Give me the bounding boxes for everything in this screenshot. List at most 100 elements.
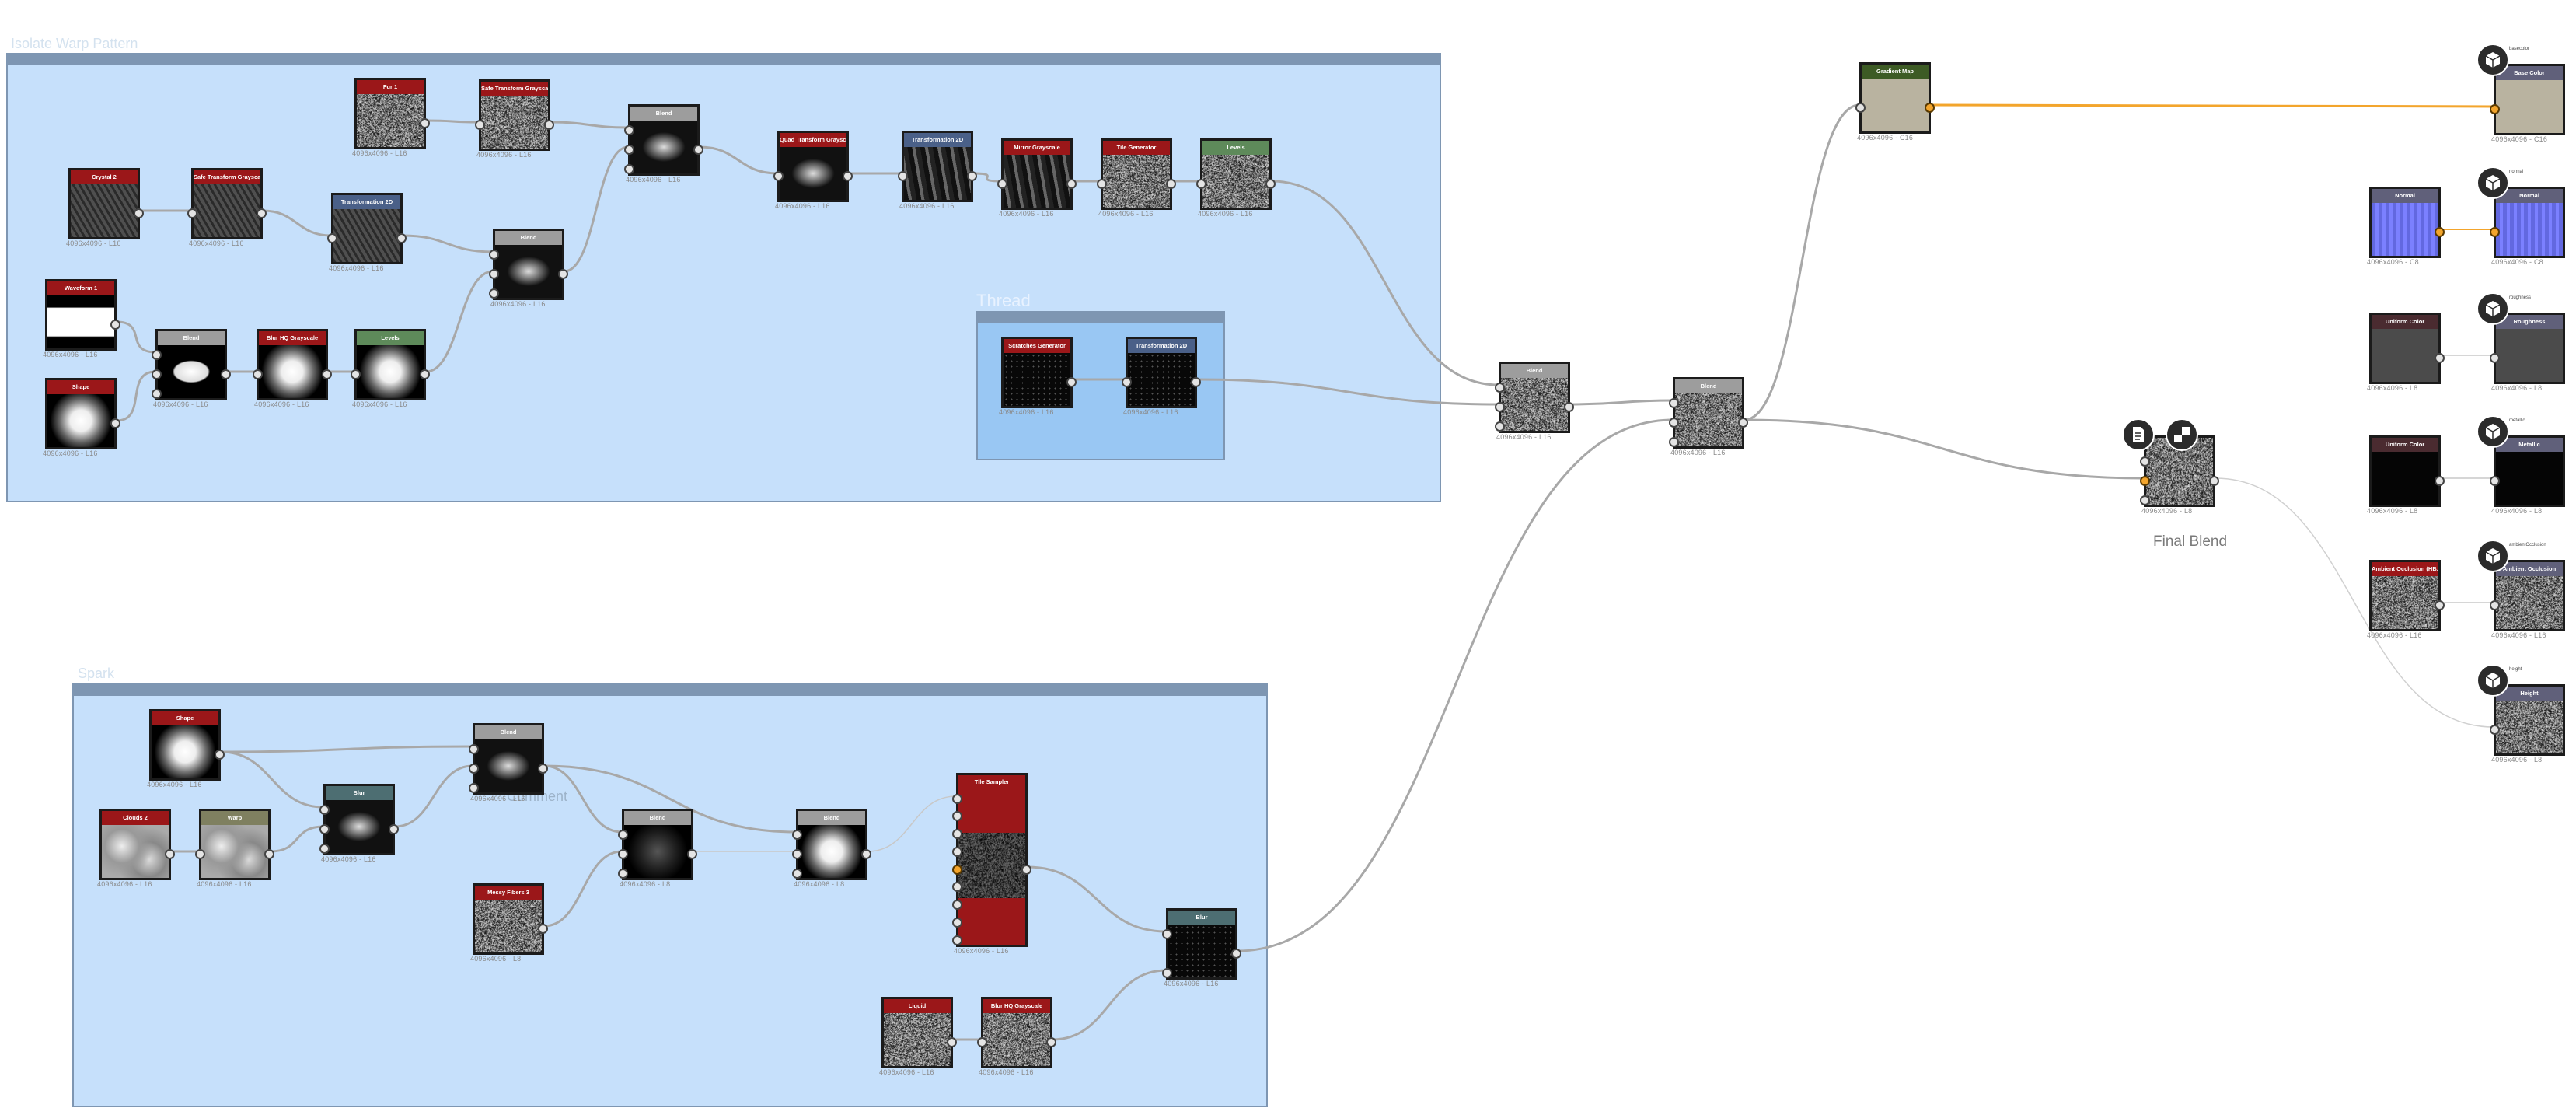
- node-normal-src[interactable]: Normal4096x4096 - C8: [2369, 187, 2441, 258]
- input-port[interactable]: [489, 269, 499, 279]
- node-levels-a[interactable]: Levels4096x4096 - L16: [354, 329, 426, 400]
- output-port[interactable]: [544, 120, 554, 130]
- node-uniform-a[interactable]: Uniform Color4096x4096 - L8: [2369, 313, 2441, 384]
- frame-title-bar[interactable]: [978, 313, 1223, 323]
- input-port[interactable]: [618, 849, 628, 859]
- output-port[interactable]: [687, 849, 697, 859]
- output-port[interactable]: [420, 369, 430, 379]
- output-port[interactable]: [1021, 865, 1031, 875]
- output-port[interactable]: [947, 1037, 957, 1047]
- node-blur-right[interactable]: Blur4096x4096 - L16: [1166, 908, 1237, 980]
- input-port[interactable]: [152, 350, 162, 360]
- input-port[interactable]: [195, 849, 205, 859]
- input-port[interactable]: [952, 847, 962, 857]
- node-waveform1[interactable]: Waveform 14096x4096 - L16: [45, 279, 117, 351]
- input-port[interactable]: [1162, 968, 1172, 978]
- frame-spark[interactable]: [72, 683, 1268, 1107]
- node-blur-hq-b[interactable]: Blur HQ Grayscale4096x4096 - L16: [981, 997, 1052, 1068]
- node-liquid[interactable]: Liquid4096x4096 - L16: [881, 997, 953, 1068]
- output-port[interactable]: [2435, 353, 2445, 363]
- input-port[interactable]: [319, 805, 330, 815]
- input-port[interactable]: [624, 145, 634, 155]
- output-port[interactable]: [264, 849, 274, 859]
- output-port[interactable]: [1066, 377, 1077, 387]
- input-port[interactable]: [253, 369, 263, 379]
- output-port[interactable]: [1738, 418, 1748, 428]
- node-shape-b[interactable]: Shape4096x4096 - L16: [149, 709, 221, 781]
- node-warp[interactable]: Warp4096x4096 - L16: [199, 809, 271, 880]
- node-blur-hq-a[interactable]: Blur HQ Grayscale4096x4096 - L16: [257, 329, 328, 400]
- output-cube-icon[interactable]: metallic: [2477, 415, 2509, 448]
- node-blend-b[interactable]: Blend4096x4096 - L16: [493, 229, 564, 300]
- node-blend-c[interactable]: Blend4096x4096 - L16: [155, 329, 227, 400]
- output-port[interactable]: [1564, 402, 1574, 412]
- output-port[interactable]: [420, 118, 430, 128]
- node-tile-gen[interactable]: Tile Generator4096x4096 - L16: [1101, 138, 1172, 210]
- input-port[interactable]: [1669, 418, 1679, 428]
- node-out-height[interactable]: Height4096x4096 - L8: [2494, 684, 2565, 756]
- connection-wire[interactable]: [2215, 478, 2494, 727]
- input-port[interactable]: [952, 865, 962, 875]
- output-port[interactable]: [165, 849, 175, 859]
- output-port[interactable]: [2435, 600, 2445, 610]
- node-out-metallic[interactable]: Metallic4096x4096 - L8: [2494, 435, 2565, 507]
- output-port[interactable]: [389, 824, 399, 834]
- input-port[interactable]: [952, 794, 962, 804]
- connection-wire[interactable]: [1570, 400, 1673, 404]
- input-port[interactable]: [1196, 179, 1206, 189]
- node-uniform-b[interactable]: Uniform Color4096x4096 - L8: [2369, 435, 2441, 507]
- input-port[interactable]: [1669, 398, 1679, 408]
- output-port[interactable]: [1231, 949, 1241, 959]
- node-transform2d-c[interactable]: Transformation 2D4096x4096 - L16: [1126, 337, 1197, 408]
- input-port[interactable]: [2140, 456, 2150, 467]
- node-tile-sampler[interactable]: Tile Sampler4096x4096 - L16: [956, 773, 1028, 947]
- input-port[interactable]: [489, 250, 499, 260]
- output-cube-icon[interactable]: ambientOcclusion: [2477, 540, 2509, 572]
- output-port[interactable]: [257, 208, 267, 218]
- input-port[interactable]: [1669, 437, 1679, 447]
- frame-isolate-warp-pattern[interactable]: [6, 53, 1441, 502]
- input-port[interactable]: [792, 830, 802, 840]
- input-port[interactable]: [773, 171, 784, 181]
- input-port[interactable]: [2490, 725, 2500, 735]
- node-gradient-map[interactable]: Gradient Map4096x4096 - C16: [1859, 62, 1931, 134]
- node-clouds2[interactable]: Clouds 24096x4096 - L16: [99, 809, 171, 880]
- node-blend-d[interactable]: Blend4096x4096 - L16: [473, 723, 544, 795]
- input-port[interactable]: [469, 764, 479, 774]
- input-port[interactable]: [152, 389, 162, 399]
- output-port[interactable]: [1066, 179, 1077, 189]
- output-port[interactable]: [558, 269, 568, 279]
- input-port[interactable]: [1122, 377, 1132, 387]
- input-port[interactable]: [997, 179, 1007, 189]
- input-port[interactable]: [1495, 402, 1505, 412]
- output-cube-icon[interactable]: height: [2477, 664, 2509, 697]
- node-shape-a[interactable]: Shape4096x4096 - L16: [45, 378, 117, 449]
- input-port[interactable]: [618, 869, 628, 879]
- output-cube-icon[interactable]: roughness: [2477, 292, 2509, 325]
- input-port[interactable]: [152, 369, 162, 379]
- node-fur1[interactable]: Fur 14096x4096 - L16: [354, 78, 426, 149]
- output-port[interactable]: [110, 320, 120, 330]
- output-port[interactable]: [322, 369, 332, 379]
- node-blend-e[interactable]: Blend4096x4096 - L8: [622, 809, 693, 880]
- output-port[interactable]: [538, 924, 548, 934]
- node-out-basecolor[interactable]: Base Color4096x4096 - C16: [2494, 64, 2565, 135]
- checker-icon[interactable]: [2166, 418, 2198, 451]
- output-port[interactable]: [1925, 103, 1935, 113]
- input-port[interactable]: [898, 171, 908, 181]
- output-port[interactable]: [1046, 1037, 1056, 1047]
- input-port[interactable]: [1495, 383, 1505, 393]
- input-port[interactable]: [952, 829, 962, 839]
- input-port[interactable]: [2140, 495, 2150, 505]
- output-port[interactable]: [1166, 179, 1176, 189]
- input-port[interactable]: [469, 744, 479, 754]
- node-safe-transform-b[interactable]: Safe Transform Grayscale4096x4096 - L16: [479, 79, 550, 151]
- node-out-ao[interactable]: Ambient Occlusion4096x4096 - L16: [2494, 560, 2565, 631]
- input-port[interactable]: [1097, 179, 1107, 189]
- input-port[interactable]: [2140, 476, 2150, 486]
- node-scratches[interactable]: Scratches Generator4096x4096 - L16: [1001, 337, 1073, 408]
- output-port[interactable]: [134, 208, 144, 218]
- node-blend-f[interactable]: Blend4096x4096 - L8: [796, 809, 867, 880]
- input-port[interactable]: [1162, 929, 1172, 939]
- node-blend-a[interactable]: Blend4096x4096 - L16: [628, 104, 700, 176]
